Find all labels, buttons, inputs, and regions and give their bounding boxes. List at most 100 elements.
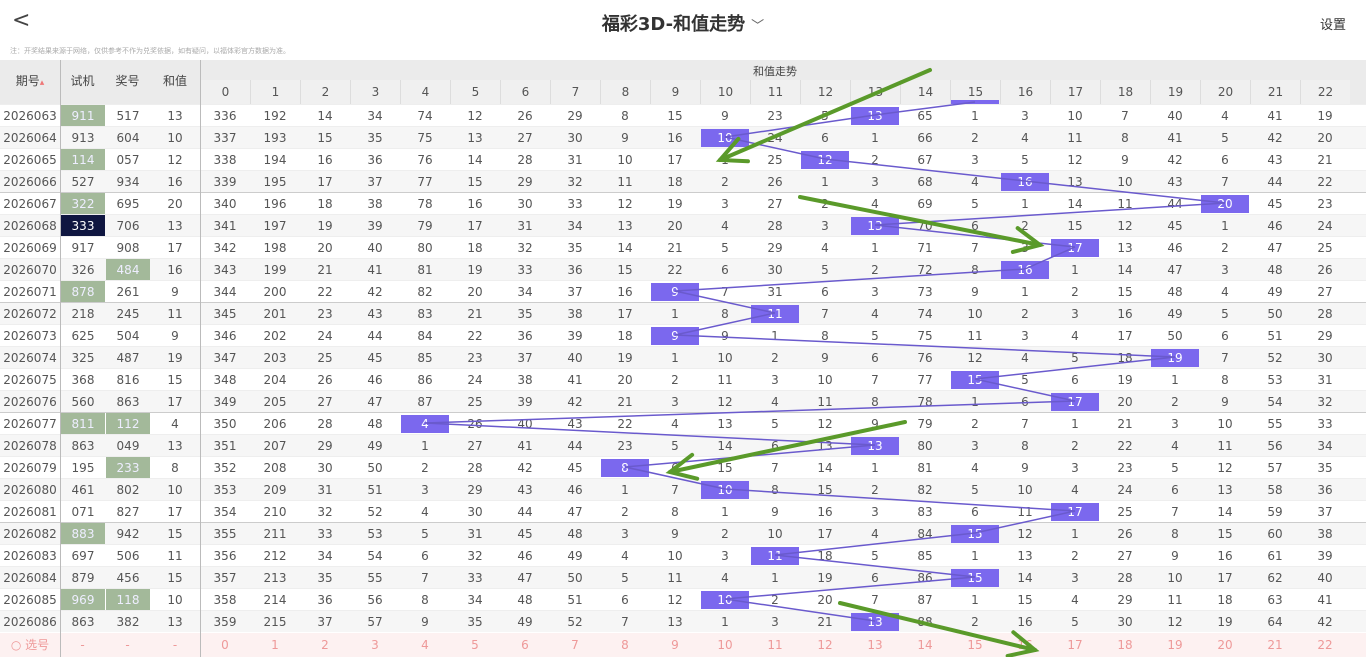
omission-cell: 27 — [467, 439, 483, 453]
omission-cell: 10 — [1067, 109, 1083, 123]
omission-cell: 29 — [467, 483, 483, 497]
disclaimer-note: 注：开奖结果来源于网络，仅供参考不作为兑奖依据，如有疑问，以福体彩官方数据为准。 — [10, 47, 290, 55]
trial-cell: 913 — [71, 131, 95, 145]
omission-cell: 210 — [263, 505, 287, 519]
omission-cell: 340 — [213, 197, 237, 211]
sum-hit-cell: 9 — [651, 327, 699, 345]
trial-cell: 883 — [61, 523, 105, 545]
draw-cell: 863 — [116, 395, 140, 409]
select-number[interactable]: 1 — [271, 638, 279, 652]
issue-cell: 2026067 — [3, 197, 57, 211]
draw-header: 奖号 — [115, 74, 140, 88]
sum-cell: 12 — [167, 153, 183, 167]
omission-cell: 19 — [1217, 615, 1233, 629]
select-number[interactable]: 15 — [967, 638, 983, 652]
omission-cell: 32 — [567, 175, 583, 189]
select-number[interactable]: 7 — [571, 638, 579, 652]
chevron-down-icon[interactable]: ﹀ — [751, 19, 765, 34]
draw-cell: 908 — [116, 241, 140, 255]
draw-cell: 233 — [106, 457, 150, 479]
trial-cell: 114 — [61, 149, 105, 171]
omission-cell: 45 — [1167, 219, 1183, 233]
issue-cell: 2026069 — [3, 241, 57, 255]
omission-cell: 3 — [1221, 263, 1229, 277]
omission-cell: 63 — [1267, 593, 1283, 607]
select-number[interactable]: 13 — [867, 638, 883, 652]
select-number[interactable]: 3 — [371, 638, 379, 652]
omission-cell: 39 — [567, 329, 583, 343]
omission-cell: 3 — [971, 439, 979, 453]
sort-icon[interactable]: ▴ — [39, 78, 45, 88]
omission-cell: 343 — [213, 263, 237, 277]
sum-cell: 19 — [167, 351, 183, 365]
sum-hit-cell: 11 — [751, 547, 799, 565]
omission-cell: 12 — [967, 351, 983, 365]
omission-cell: 85 — [917, 549, 933, 563]
number-col-header: 18 — [1100, 80, 1150, 104]
omission-cell: 57 — [367, 615, 383, 629]
omission-cell: 1 — [671, 307, 679, 321]
draw-cell: 382 — [116, 615, 140, 629]
select-number[interactable]: 8 — [621, 638, 629, 652]
omission-cell: 1 — [1021, 285, 1029, 299]
number-col-header: 17 — [1050, 80, 1100, 104]
omission-cell: 10 — [717, 351, 733, 365]
select-number[interactable]: 4 — [421, 638, 429, 652]
back-icon[interactable]: < — [12, 8, 31, 33]
draw-cell: 487 — [116, 351, 140, 365]
select-number[interactable]: 17 — [1067, 638, 1083, 652]
omission-cell: 16 — [1017, 615, 1033, 629]
omission-cell: 7 — [421, 571, 429, 585]
omission-cell: 36 — [567, 263, 583, 277]
select-number[interactable]: 2 — [321, 638, 329, 652]
omission-cell: 52 — [367, 505, 383, 519]
omission-cell: 9 — [1021, 461, 1029, 475]
omission-cell: 10 — [1017, 483, 1033, 497]
omission-cell: 192 — [263, 109, 287, 123]
issue-header-label: 期号 — [15, 74, 40, 88]
omission-cell: 6 — [971, 505, 979, 519]
select-number[interactable]: 5 — [471, 638, 479, 652]
sum-hit-cell: 9 — [651, 283, 699, 301]
select-number[interactable]: 10 — [717, 638, 733, 652]
select-label[interactable]: ○ 选号 — [10, 638, 50, 652]
select-number[interactable]: 11 — [767, 638, 783, 652]
omission-cell: 53 — [1267, 373, 1283, 387]
omission-cell: 5 — [1221, 307, 1229, 321]
settings-button[interactable]: 设置 — [1319, 18, 1346, 33]
select-number[interactable]: 19 — [1167, 638, 1183, 652]
omission-cell: 45 — [367, 351, 383, 365]
select-number[interactable]: 20 — [1217, 638, 1233, 652]
number-col-header: 14 — [900, 80, 950, 104]
sum-hit-cell: 13 — [851, 217, 899, 235]
select-number[interactable]: 14 — [917, 638, 933, 652]
issue-cell: 2026086 — [3, 615, 57, 629]
select-number[interactable]: 22 — [1317, 638, 1333, 652]
omission-cell: 1 — [971, 109, 979, 123]
title-text: 福彩3D-和值走势 — [601, 14, 746, 35]
page-title[interactable]: 福彩3D-和值走势 ﹀ — [0, 10, 1366, 36]
issue-cell: 2026077 — [3, 417, 57, 431]
issue-header[interactable]: 期号▴ — [0, 72, 60, 89]
select-number[interactable]: 21 — [1267, 638, 1283, 652]
select-number[interactable]: 12 — [817, 638, 833, 652]
issue-cell: 2026074 — [3, 351, 57, 365]
select-number[interactable]: 9 — [671, 638, 679, 652]
select-number[interactable]: 6 — [521, 638, 529, 652]
select-number[interactable]: 18 — [1117, 638, 1133, 652]
sum-cell: 13 — [167, 615, 183, 629]
trend-line — [724, 488, 1076, 512]
omission-cell: 51 — [567, 593, 583, 607]
select-number[interactable]: 0 — [221, 638, 229, 652]
omission-cell: 58 — [1267, 483, 1283, 497]
trial-cell: 969 — [61, 589, 105, 611]
omission-cell: 27 — [1117, 549, 1133, 563]
trend-line — [874, 224, 1076, 248]
omission-cell: 5 — [1071, 615, 1079, 629]
trial-cell: 326 — [71, 263, 95, 277]
